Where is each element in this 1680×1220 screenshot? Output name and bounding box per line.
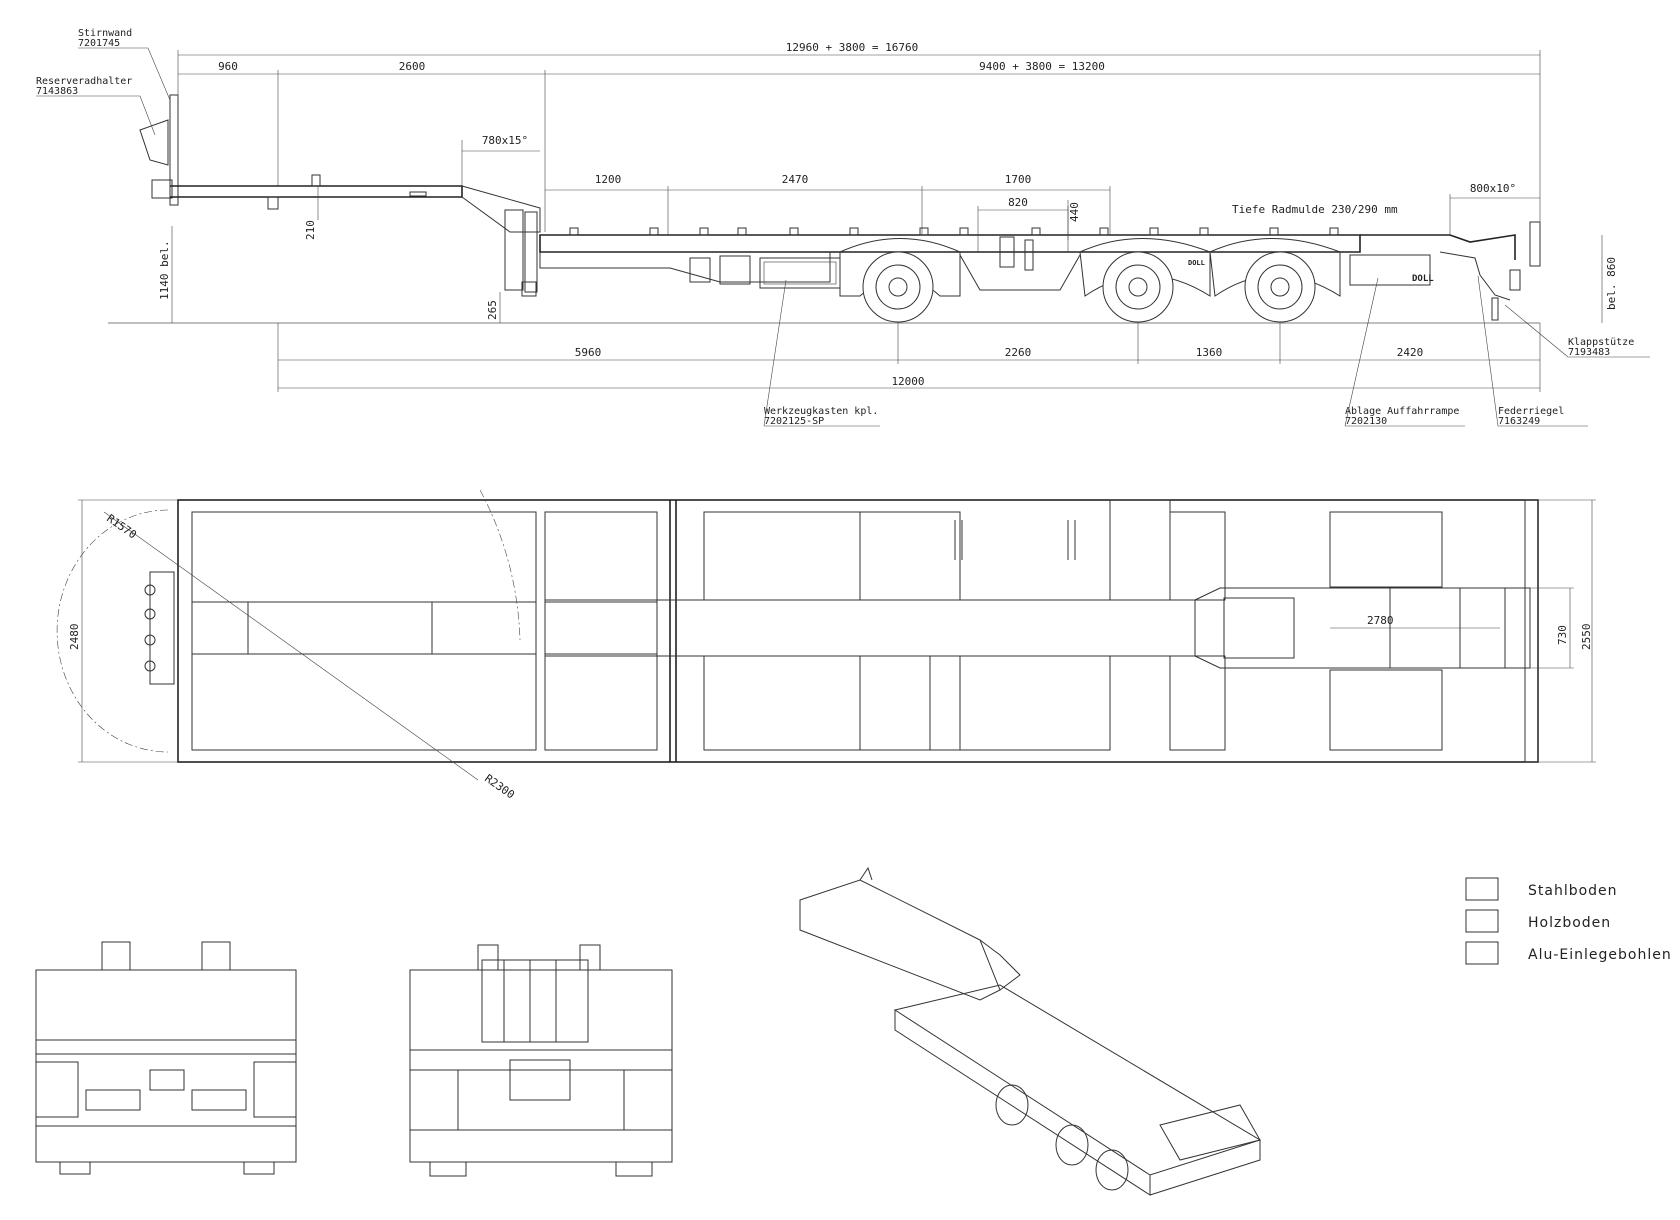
rear-wheel-right-hatch [623,1069,673,1131]
svg-text:Stirnwand: Stirnwand [78,28,132,39]
side-top-dimensions [171,50,1603,323]
doll-badge-rear: DOLL [1412,274,1434,284]
stake-pockets [569,227,1339,236]
top-view: R1570 R2300 [56,489,1596,802]
callout-werkzeugkasten: Werkzeugkasten kpl. 7202125-SP [763,279,880,427]
swing-radius-r1570 [56,509,169,753]
axle-3-wheel [1244,251,1316,323]
iso-wheel-2 [1055,1124,1089,1166]
rear-ramps-folded [481,959,589,1043]
dim-210: 210 [304,220,317,240]
iso-lowbed-deck [893,984,1262,1176]
dim-1140: 1140 bel. [158,240,171,300]
svg-text:7143863: 7143863 [36,86,78,97]
dim-2780: 2780 [1367,614,1394,627]
dim-2260: 2260 [1005,346,1032,359]
side-bottom-dimensions [277,323,1541,392]
front-wheel-right-hatch [253,1061,297,1118]
legend-label-holzboden: Holzboden [1528,915,1611,931]
callout-klappstuetze: Klappstütze 7193483 [1504,304,1650,358]
svg-text:7201745: 7201745 [78,38,120,49]
dim-2420: 2420 [1397,346,1424,359]
dim-overall: 12960 + 3800 = 16760 [786,41,918,54]
svg-text:Federriegel: Federriegel [1498,406,1564,417]
iso-wheel-3 [1095,1149,1129,1191]
dim-2600: 2600 [399,60,426,73]
swing-radius-r2300 [103,511,479,781]
deck-steel-panel-left-1 [703,511,861,601]
alu-insert-planks [929,655,1111,751]
dim-860: bel. 860 [1605,257,1618,310]
dim-1700: 1700 [1005,173,1032,186]
svg-text:Reserveradhalter: Reserveradhalter [36,76,132,87]
svg-text:7193483: 7193483 [1568,347,1610,358]
svg-text:7202130: 7202130 [1345,416,1387,427]
axle-2-wheel [1102,251,1174,323]
support-leg-klappstuetze [1491,297,1499,321]
dim-2550: 2550 [1580,624,1593,651]
callout-federriegel: Federriegel 7163249 [1477,275,1588,427]
svg-text:7163249: 7163249 [1498,416,1540,427]
r2300-label: R2300 [482,772,517,802]
rear-frame-top [409,969,673,1051]
front-wheel-left-hatch [35,1061,79,1118]
lowbed-frame [539,234,1361,253]
dim-ramp-angle: 780x15° [482,134,528,147]
iso-gooseneck [799,879,1001,1001]
svg-text:Werkzeugkasten kpl.: Werkzeugkasten kpl. [764,406,878,417]
landing-gear [504,209,524,291]
transition-steel-floor [544,511,658,751]
svg-text:7202125-SP: 7202125-SP [764,416,824,427]
dim-2470: 2470 [782,173,809,186]
rear-overhang [1360,234,1516,260]
tool-box-werkzeugkasten [759,257,841,289]
kingpin-plate [149,571,175,685]
callout-reserveradhalter: Reserveradhalter 7143863 [36,76,156,136]
side-view: DOLL DOLL [36,28,1650,427]
callout-ablage-auffahrrampe: Ablage Auffahrrampe 7202130 [1344,277,1465,427]
dim-rear-ramp: 800x10° [1470,182,1516,195]
dim-2480: 2480 [68,624,81,651]
central-spine [544,599,1196,657]
callout-stirnwand: Stirnwand 7201745 [78,28,171,101]
rear-ramp-folded [1529,221,1541,267]
deck-steel-panel-left-2 [703,655,861,751]
iso-view [799,866,1262,1196]
legend-swatch-holzboden [1465,909,1499,933]
top-dimensions [78,499,1596,763]
dim-12000: 12000 [891,375,924,388]
dim-265: 265 [486,300,499,320]
dim-820: 820 [1008,196,1028,209]
legend-label-stahlboden: Stahlboden [1528,883,1618,899]
front-headboard [35,969,297,1041]
iso-wheel-1 [995,1084,1029,1126]
doll-badge-mid: DOLL [1188,259,1205,267]
dim-9400: 9400 + 3800 = 13200 [979,60,1105,73]
rear-view [409,944,673,1177]
front-view [35,941,297,1175]
legend-swatch-alu [1465,941,1499,965]
top-outline [177,499,1539,763]
legend-label-alu: Alu-Einlegebohlen [1528,947,1672,963]
note-tiefe-radmulde: Tiefe Radmulde 230/290 mm [1232,203,1398,216]
legend: Stahlboden Holzboden Alu-Einlegebohlen [1465,877,1672,965]
dim-730: 730 [1556,625,1569,645]
headboard-stirnwand [169,94,179,206]
dim-960: 960 [218,60,238,73]
ramp-storage-ablage [1349,254,1431,286]
dim-1200: 1200 [595,173,622,186]
dim-440: 440 [1068,202,1081,222]
axle-1-wheel [862,251,934,323]
spare-wheel-holder [139,119,169,166]
rear-wheel-left-hatch [409,1069,459,1131]
svg-text:Klappstütze: Klappstütze [1568,337,1634,348]
wood-floor-panel-1 [859,511,961,601]
legend-swatch-stahlboden [1465,877,1499,901]
svg-text:Ablage Auffahrrampe: Ablage Auffahrrampe [1345,406,1459,417]
dim-1360: 1360 [1196,346,1223,359]
dim-5960: 5960 [575,346,602,359]
gooseneck-steel-floor [191,511,537,751]
